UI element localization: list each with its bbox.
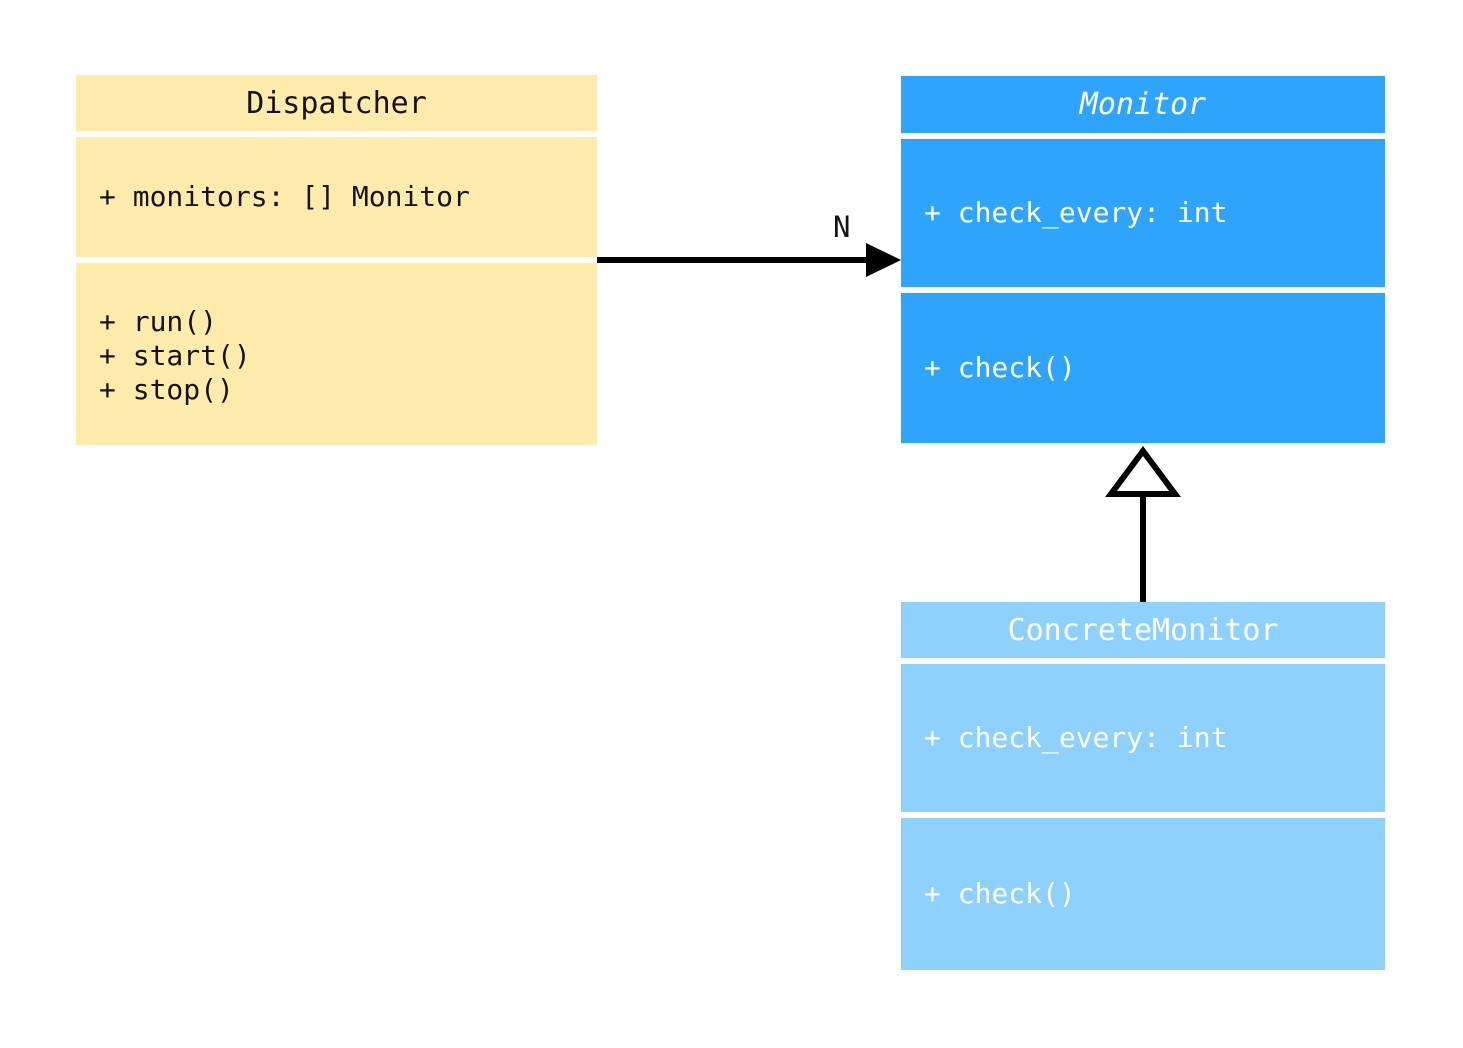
class-box-concrete-monitor[interactable]: ConcreteMonitor + check_every: int + che… bbox=[901, 602, 1385, 970]
class-methods-compartment-monitor: + check() bbox=[901, 293, 1385, 443]
class-name-concrete-monitor: ConcreteMonitor bbox=[1007, 612, 1279, 648]
class-title-compartment-concrete-monitor: ConcreteMonitor bbox=[901, 602, 1385, 658]
class-attributes-compartment-monitor: + check_every: int bbox=[901, 139, 1385, 287]
association-dispatcher-monitor bbox=[597, 243, 901, 277]
filled-arrowhead-icon bbox=[866, 243, 901, 277]
generalization-concrete-monitor-monitor bbox=[1105, 445, 1181, 602]
association-multiplicity-label: N bbox=[833, 210, 851, 244]
class-name-monitor: Monitor bbox=[1079, 87, 1207, 122]
method-row: + check() bbox=[924, 351, 1076, 384]
method-row: + check() bbox=[924, 877, 1076, 910]
attribute-row: + check_every: int bbox=[924, 721, 1228, 754]
attribute-row: + monitors: [] Monitor bbox=[99, 180, 470, 213]
class-box-dispatcher[interactable]: Dispatcher + monitors: [] Monitor + run(… bbox=[76, 75, 597, 445]
method-row: + run() bbox=[99, 305, 218, 338]
class-attributes-compartment-dispatcher: + monitors: [] Monitor bbox=[76, 137, 597, 257]
class-attributes-compartment-concrete-monitor: + check_every: int bbox=[901, 664, 1385, 812]
method-row: + stop() bbox=[99, 373, 234, 406]
attribute-row: + check_every: int bbox=[924, 196, 1228, 229]
class-methods-compartment-concrete-monitor: + check() bbox=[901, 818, 1385, 970]
hollow-triangle-arrowhead-icon bbox=[1105, 445, 1181, 497]
method-row: + start() bbox=[99, 339, 251, 372]
class-name-dispatcher: Dispatcher bbox=[246, 85, 427, 121]
class-title-compartment-dispatcher: Dispatcher bbox=[76, 75, 597, 131]
class-title-compartment-monitor: Monitor bbox=[901, 76, 1385, 133]
class-box-monitor[interactable]: Monitor + check_every: int + check() bbox=[901, 76, 1385, 443]
class-methods-compartment-dispatcher: + run() + start() + stop() bbox=[76, 263, 597, 445]
